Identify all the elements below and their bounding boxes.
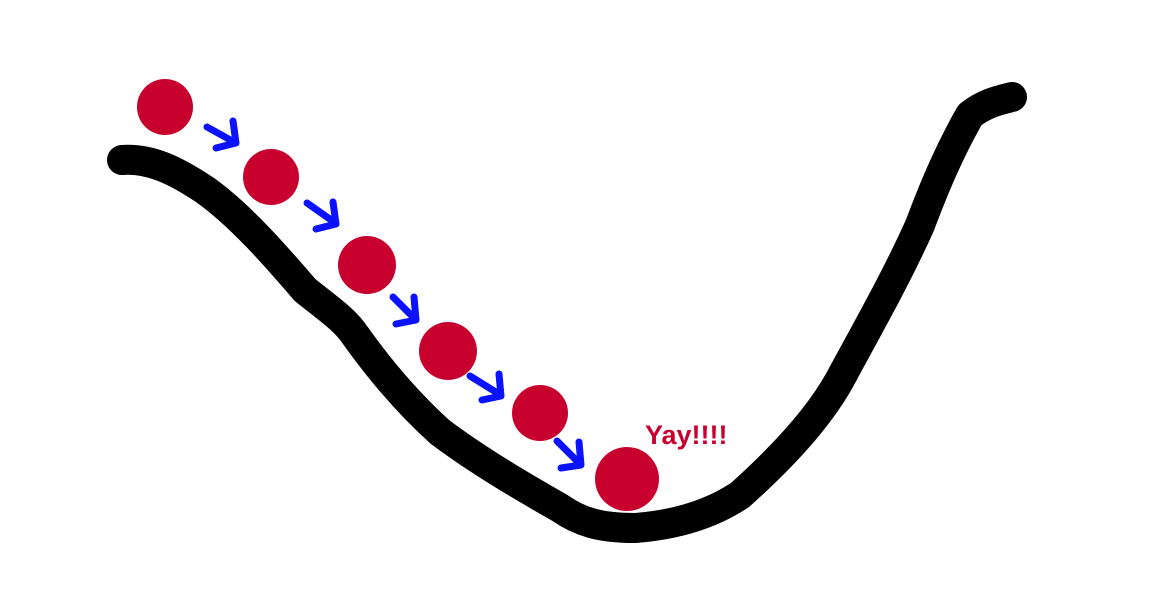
red-ball-icon (419, 322, 477, 380)
red-ball-icon (338, 236, 396, 294)
red-ball-icon (137, 79, 193, 135)
yay-caption: Yay!!!! (645, 420, 728, 450)
red-ball-icon (595, 447, 659, 511)
blue-arrow-icon (466, 370, 505, 404)
red-ball-icon (243, 149, 299, 205)
blue-arrow-icon (303, 198, 340, 233)
blue-arrow-icon (203, 117, 240, 152)
valley-curve (107, 82, 1027, 543)
blue-arrow-icon (389, 293, 420, 328)
red-ball-icon (512, 385, 568, 441)
ball-path (137, 79, 659, 511)
arrow-group (203, 117, 585, 472)
blue-arrow-icon (553, 437, 585, 472)
